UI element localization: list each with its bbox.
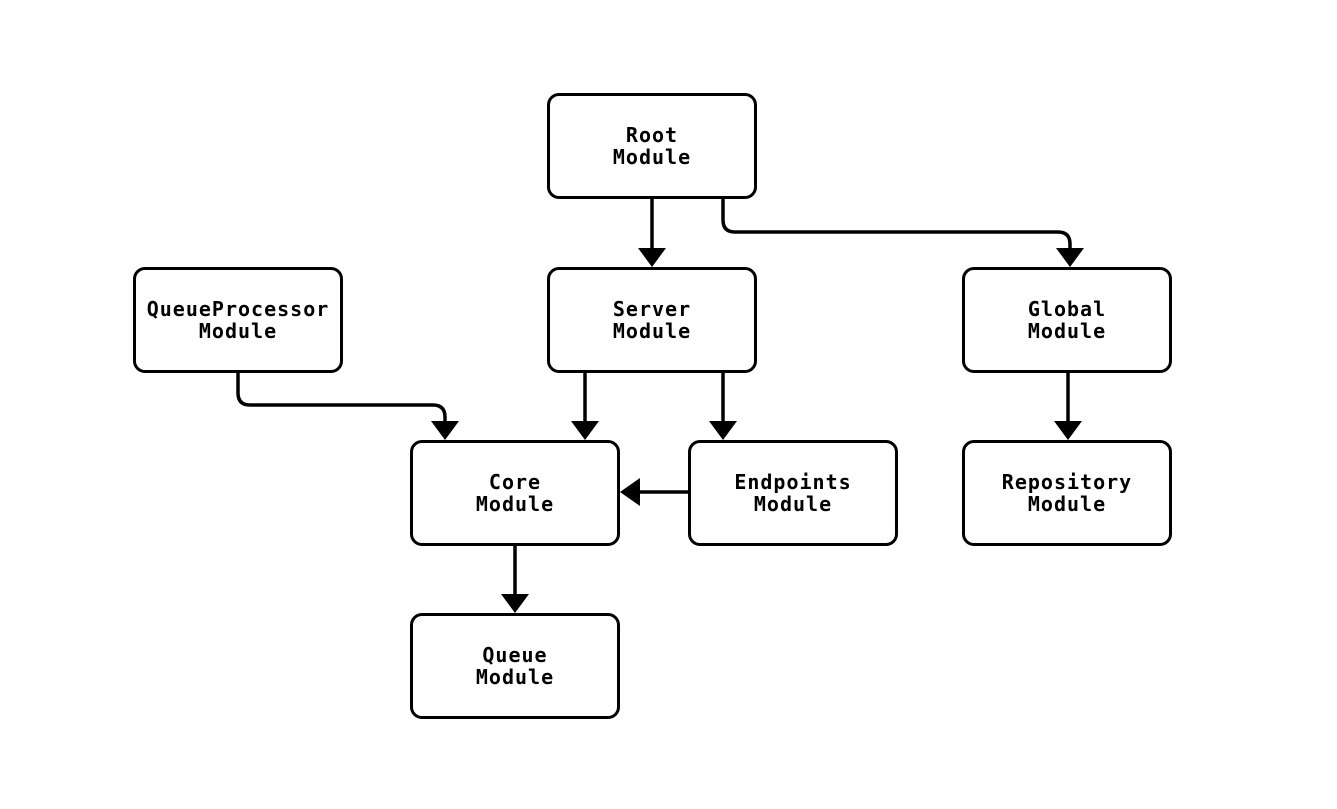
edge-root-to-server — [638, 198, 666, 267]
arrowhead-down-icon — [709, 421, 737, 440]
node-label: Server Module — [612, 297, 692, 343]
arrowhead-down-icon — [1056, 248, 1084, 267]
node-label: Global Module — [1027, 297, 1107, 343]
node-queue-module: Queue Module — [410, 613, 620, 719]
edge-endpoints-to-core — [620, 478, 688, 506]
arrowhead-down-icon — [1054, 421, 1082, 440]
arrowhead-down-icon — [431, 421, 459, 440]
node-label: Endpoints Module — [734, 470, 852, 516]
edge-server-to-core — [571, 373, 599, 440]
edge-global-to-repository — [1054, 373, 1082, 440]
edge-server-to-endpoints — [709, 373, 737, 440]
arrowhead-down-icon — [571, 421, 599, 440]
edge-queueprocessor-to-core — [236, 373, 459, 440]
node-endpoints-module: Endpoints Module — [688, 440, 898, 546]
node-root-module: Root Module — [547, 93, 757, 199]
arrowhead-down-icon — [638, 248, 666, 267]
node-repository-module: Repository Module — [962, 440, 1172, 546]
node-core-module: Core Module — [410, 440, 620, 546]
node-label: Queue Module — [475, 643, 555, 689]
edge-core-to-queue — [501, 546, 529, 613]
node-global-module: Global Module — [962, 267, 1172, 373]
edge-root-to-global — [721, 198, 1084, 267]
arrowhead-left-icon — [620, 478, 640, 506]
node-queueprocessor-module: QueueProcessor Module — [133, 267, 343, 373]
node-label: Root Module — [612, 123, 692, 169]
node-label: Repository Module — [1001, 470, 1133, 516]
node-label: QueueProcessor Module — [146, 297, 330, 343]
node-label: Core Module — [475, 470, 555, 516]
arrowhead-down-icon — [501, 594, 529, 613]
node-server-module: Server Module — [547, 267, 757, 373]
